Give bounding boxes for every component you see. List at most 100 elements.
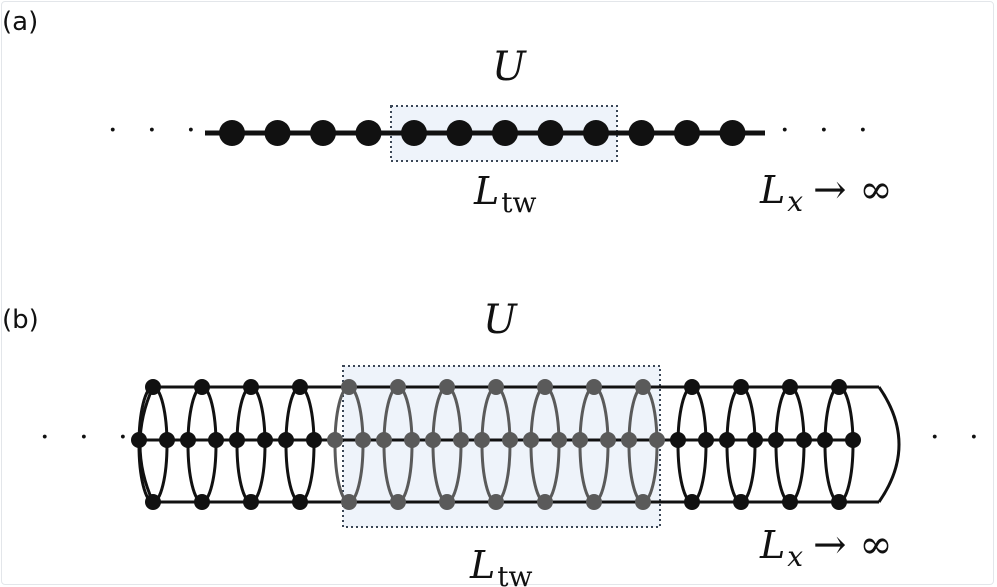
panel-a-ellipsis-right: · · · bbox=[780, 113, 878, 148]
panel-b-site-in-window bbox=[586, 379, 602, 395]
panel-b-limit-label: Lx → ∞ bbox=[759, 522, 893, 573]
panel-b-site bbox=[292, 494, 308, 510]
panel-b-ellipsis-right: · · · bbox=[930, 420, 997, 455]
panel-a-window-label: Ltw bbox=[473, 169, 536, 219]
panel-b-site bbox=[670, 432, 686, 448]
panel-a-window-main: L bbox=[473, 169, 499, 213]
panel-a-site-in-window bbox=[583, 120, 609, 146]
panel-b-right-end-cap bbox=[877, 386, 901, 503]
panel-b-site bbox=[243, 379, 259, 395]
panel-b-site-in-window bbox=[523, 432, 539, 448]
panel-a-site bbox=[628, 120, 655, 146]
panel-b-site bbox=[831, 379, 847, 395]
panel-b-site bbox=[145, 379, 161, 395]
panel-a-sites bbox=[219, 120, 746, 146]
panel-a-site-in-window bbox=[401, 120, 427, 146]
panel-b-site-in-window bbox=[649, 432, 665, 448]
panel-b-site bbox=[817, 432, 833, 448]
panel-a-site-in-window bbox=[492, 120, 518, 146]
panel-a-site-in-window bbox=[537, 120, 564, 146]
panel-b-site-in-window bbox=[341, 379, 357, 395]
panel-b-operator-label: U bbox=[483, 297, 518, 343]
panel-b-site bbox=[194, 379, 210, 395]
panel-b-site-in-window bbox=[439, 494, 455, 510]
panel-b-site bbox=[145, 494, 161, 510]
panel-b: (b) U · · · · · · Ltw Lx → ∞ bbox=[2, 297, 997, 587]
panel-b-site bbox=[229, 432, 245, 448]
panel-b-site bbox=[796, 432, 812, 448]
panel-b-site bbox=[733, 379, 749, 395]
panel-b-site-in-window bbox=[635, 379, 651, 395]
panel-b-site bbox=[159, 432, 175, 448]
panel-b-site bbox=[747, 432, 763, 448]
panel-a-operator-label: U bbox=[492, 44, 527, 90]
panel-b-site-in-window bbox=[621, 432, 637, 448]
panel-b-site-in-window bbox=[390, 494, 406, 510]
panel-a-site bbox=[264, 120, 291, 146]
panel-b-site-in-window bbox=[474, 432, 490, 448]
panel-a-ellipsis-left: · · · bbox=[108, 113, 206, 148]
panel-b-site-in-window bbox=[390, 379, 406, 395]
panel-b-site bbox=[278, 432, 294, 448]
panel-b-site-in-window bbox=[600, 432, 616, 448]
panel-b-site bbox=[768, 432, 784, 448]
panel-b-limit-sub: x bbox=[787, 540, 803, 573]
panel-a-site bbox=[719, 120, 746, 146]
panel-b-site bbox=[845, 432, 861, 448]
panel-b-site bbox=[194, 494, 210, 510]
panel-b-site bbox=[831, 494, 847, 510]
panel-b-site-in-window bbox=[404, 432, 420, 448]
panel-b-site bbox=[208, 432, 224, 448]
panel-b-site-in-window bbox=[355, 432, 371, 448]
panel-a-site-in-window bbox=[446, 120, 473, 146]
panel-b-site-in-window bbox=[551, 432, 567, 448]
panel-b-site bbox=[719, 432, 735, 448]
panel-b-window-label: Ltw bbox=[469, 543, 532, 587]
panel-a: (a) U · · · · · · Ltw Lx → ∞ bbox=[2, 7, 893, 219]
panel-a-label: (a) bbox=[2, 7, 38, 37]
panel-a-limit-label: Lx → ∞ bbox=[759, 167, 893, 218]
panel-b-site-in-window bbox=[502, 432, 518, 448]
panel-b-site-in-window bbox=[327, 432, 343, 448]
panel-b-limit-rest: → ∞ bbox=[813, 522, 893, 568]
panel-a-limit-main: L bbox=[759, 168, 785, 212]
panel-b-site bbox=[684, 494, 700, 510]
panel-b-site bbox=[257, 432, 273, 448]
panel-a-site bbox=[355, 120, 382, 146]
panel-b-limit-main: L bbox=[759, 523, 785, 567]
panel-b-site bbox=[782, 379, 798, 395]
panel-b-site-in-window bbox=[453, 432, 469, 448]
panel-b-site-in-window bbox=[635, 494, 651, 510]
panel-b-site bbox=[292, 379, 308, 395]
panel-b-site bbox=[782, 494, 798, 510]
panel-b-site-in-window bbox=[488, 494, 504, 510]
panel-b-window-main: L bbox=[469, 543, 495, 587]
panel-b-site-in-window bbox=[341, 494, 357, 510]
panel-b-site-in-window bbox=[439, 379, 455, 395]
panel-b-site bbox=[180, 432, 196, 448]
panel-b-site-in-window bbox=[572, 432, 588, 448]
panel-b-cylinder-lattice bbox=[131, 379, 901, 510]
panel-a-limit-sub: x bbox=[787, 185, 803, 218]
panel-b-site bbox=[733, 494, 749, 510]
panel-b-site bbox=[684, 379, 700, 395]
panel-b-site-in-window bbox=[586, 494, 602, 510]
panel-a-site bbox=[310, 120, 336, 146]
panel-b-ellipsis-left: · · · bbox=[40, 420, 138, 455]
panel-a-limit-rest: → ∞ bbox=[813, 167, 893, 213]
panel-b-site-in-window bbox=[537, 379, 553, 395]
panel-b-site-in-window bbox=[425, 432, 441, 448]
panel-b-window-sub: tw bbox=[497, 560, 532, 587]
panel-b-site bbox=[131, 432, 147, 448]
panel-b-site-in-window bbox=[537, 494, 553, 510]
panel-b-site-in-window bbox=[376, 432, 392, 448]
panel-b-site bbox=[698, 432, 714, 448]
panel-b-label: (b) bbox=[2, 305, 39, 335]
panel-b-site-in-window bbox=[488, 379, 504, 395]
panel-a-site bbox=[219, 120, 245, 146]
panel-b-site bbox=[243, 494, 259, 510]
panel-a-site bbox=[674, 120, 700, 146]
panel-a-window-sub: tw bbox=[501, 186, 536, 219]
